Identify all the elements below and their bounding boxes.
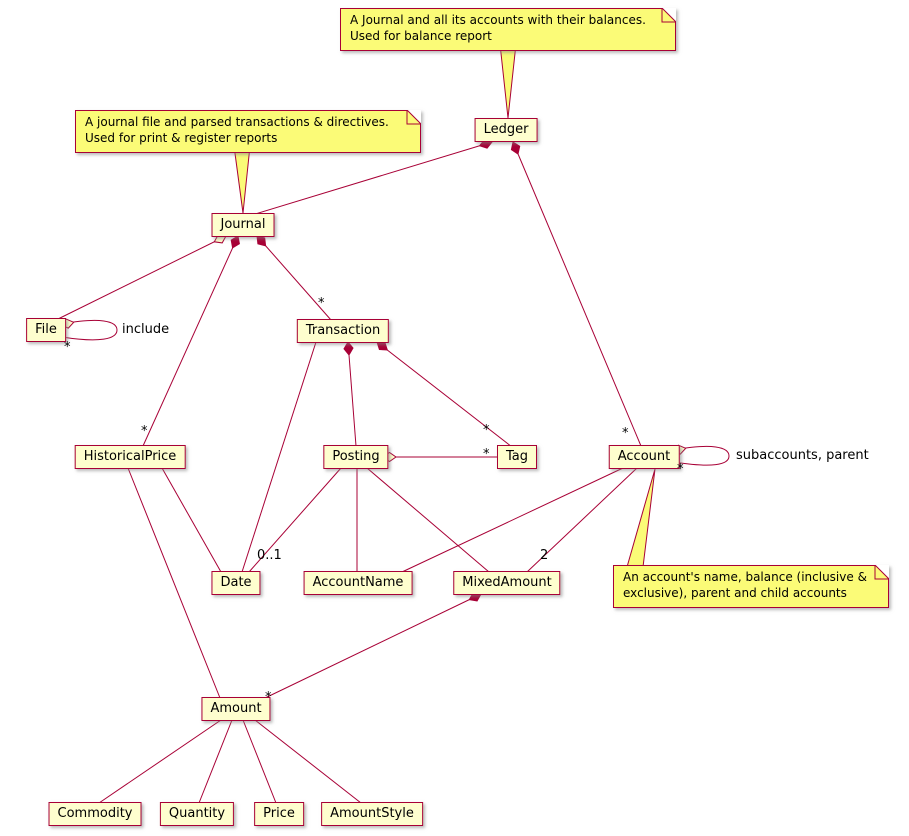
mult-ledger-account: *	[622, 426, 629, 441]
class-tag: Tag	[496, 445, 538, 469]
composition-diamond	[510, 141, 521, 155]
edge-amount-price	[242, 719, 277, 804]
class-journal: Journal	[211, 213, 275, 237]
mult-file-loop: *	[64, 340, 71, 355]
composition-diamond	[343, 341, 354, 356]
edge-journal-file	[55, 235, 227, 321]
edge-transaction-posting	[347, 341, 357, 447]
note-fold-corner-icon	[661, 8, 676, 23]
class-quantity: Quantity	[159, 802, 235, 826]
edge-amount-commodity	[98, 719, 222, 804]
class-amount: Amount	[201, 697, 271, 721]
note-ledger-note: A Journal and all its accounts with thei…	[340, 8, 676, 51]
note-account-note: An account's name, balance (inclusive & …	[613, 565, 889, 608]
class-mixedamount: MixedAmount	[453, 571, 561, 595]
note-text: A journal file and parsed transactions &…	[85, 115, 389, 145]
label-account-subaccounts-parent: subaccounts, parent	[736, 448, 869, 463]
edge-journal-historicalprice	[142, 235, 239, 447]
composition-diamond	[256, 235, 267, 247]
edge-ledger-account	[512, 141, 642, 447]
label-file-include: include	[122, 322, 170, 337]
mult-account-mixedamount: 2	[540, 548, 549, 563]
mult-transaction-tag: *	[483, 423, 490, 438]
edge-amount-quantity	[198, 719, 233, 804]
note-pointer-ledger-note	[499, 43, 517, 119]
class-transaction: Transaction	[296, 319, 390, 343]
note-pointer-account-note	[626, 468, 656, 568]
mult-journal-historicalprice: *	[141, 424, 148, 439]
composition-diamond	[376, 341, 388, 351]
edge-account-mixedamount	[526, 467, 638, 573]
class-file: File	[26, 318, 66, 342]
mult-posting-date: 0..1	[257, 548, 282, 563]
note-text: An account's name, balance (inclusive & …	[623, 570, 867, 600]
edge-transaction-tag	[376, 341, 513, 448]
self-loop-file	[61, 319, 118, 341]
self-loop-account	[673, 445, 730, 466]
edge-posting-date	[248, 467, 342, 573]
edge-amount-amountstyle	[254, 719, 362, 804]
edge-historicalprice-date	[161, 467, 222, 573]
note-text: A Journal and all its accounts with thei…	[350, 13, 646, 43]
edge-mixedamount-amount	[262, 593, 482, 700]
edge-account-accountname	[401, 467, 624, 573]
class-account: Account	[608, 445, 680, 469]
note-journal-note: A journal file and parsed transactions &…	[75, 110, 421, 153]
class-date: Date	[211, 571, 261, 595]
class-ledger: Ledger	[474, 118, 538, 142]
edge-historicalprice-amount	[127, 467, 221, 699]
note-fold-corner-icon	[406, 110, 421, 125]
edge-transaction-date	[241, 341, 317, 573]
class-accountname: AccountName	[303, 571, 413, 595]
mult-account-loop: *	[677, 462, 684, 477]
mult-journal-transaction: *	[318, 296, 325, 311]
edge-posting-mixedamount	[366, 467, 490, 573]
class-price: Price	[254, 802, 304, 826]
class-amountstyle: AmountStyle	[321, 802, 423, 826]
class-posting: Posting	[323, 445, 389, 469]
class-commodity: Commodity	[48, 802, 142, 826]
note-pointer-journal-note	[233, 145, 251, 214]
class-historicalprice: HistoricalPrice	[74, 445, 186, 469]
edge-ledger-journal	[251, 141, 493, 216]
mult-mixedamount-amount: *	[265, 690, 272, 705]
composition-diamond	[230, 235, 240, 249]
mult-posting-tag: *	[483, 447, 490, 462]
edge-journal-transaction	[256, 235, 332, 321]
note-fold-corner-icon	[874, 565, 889, 580]
